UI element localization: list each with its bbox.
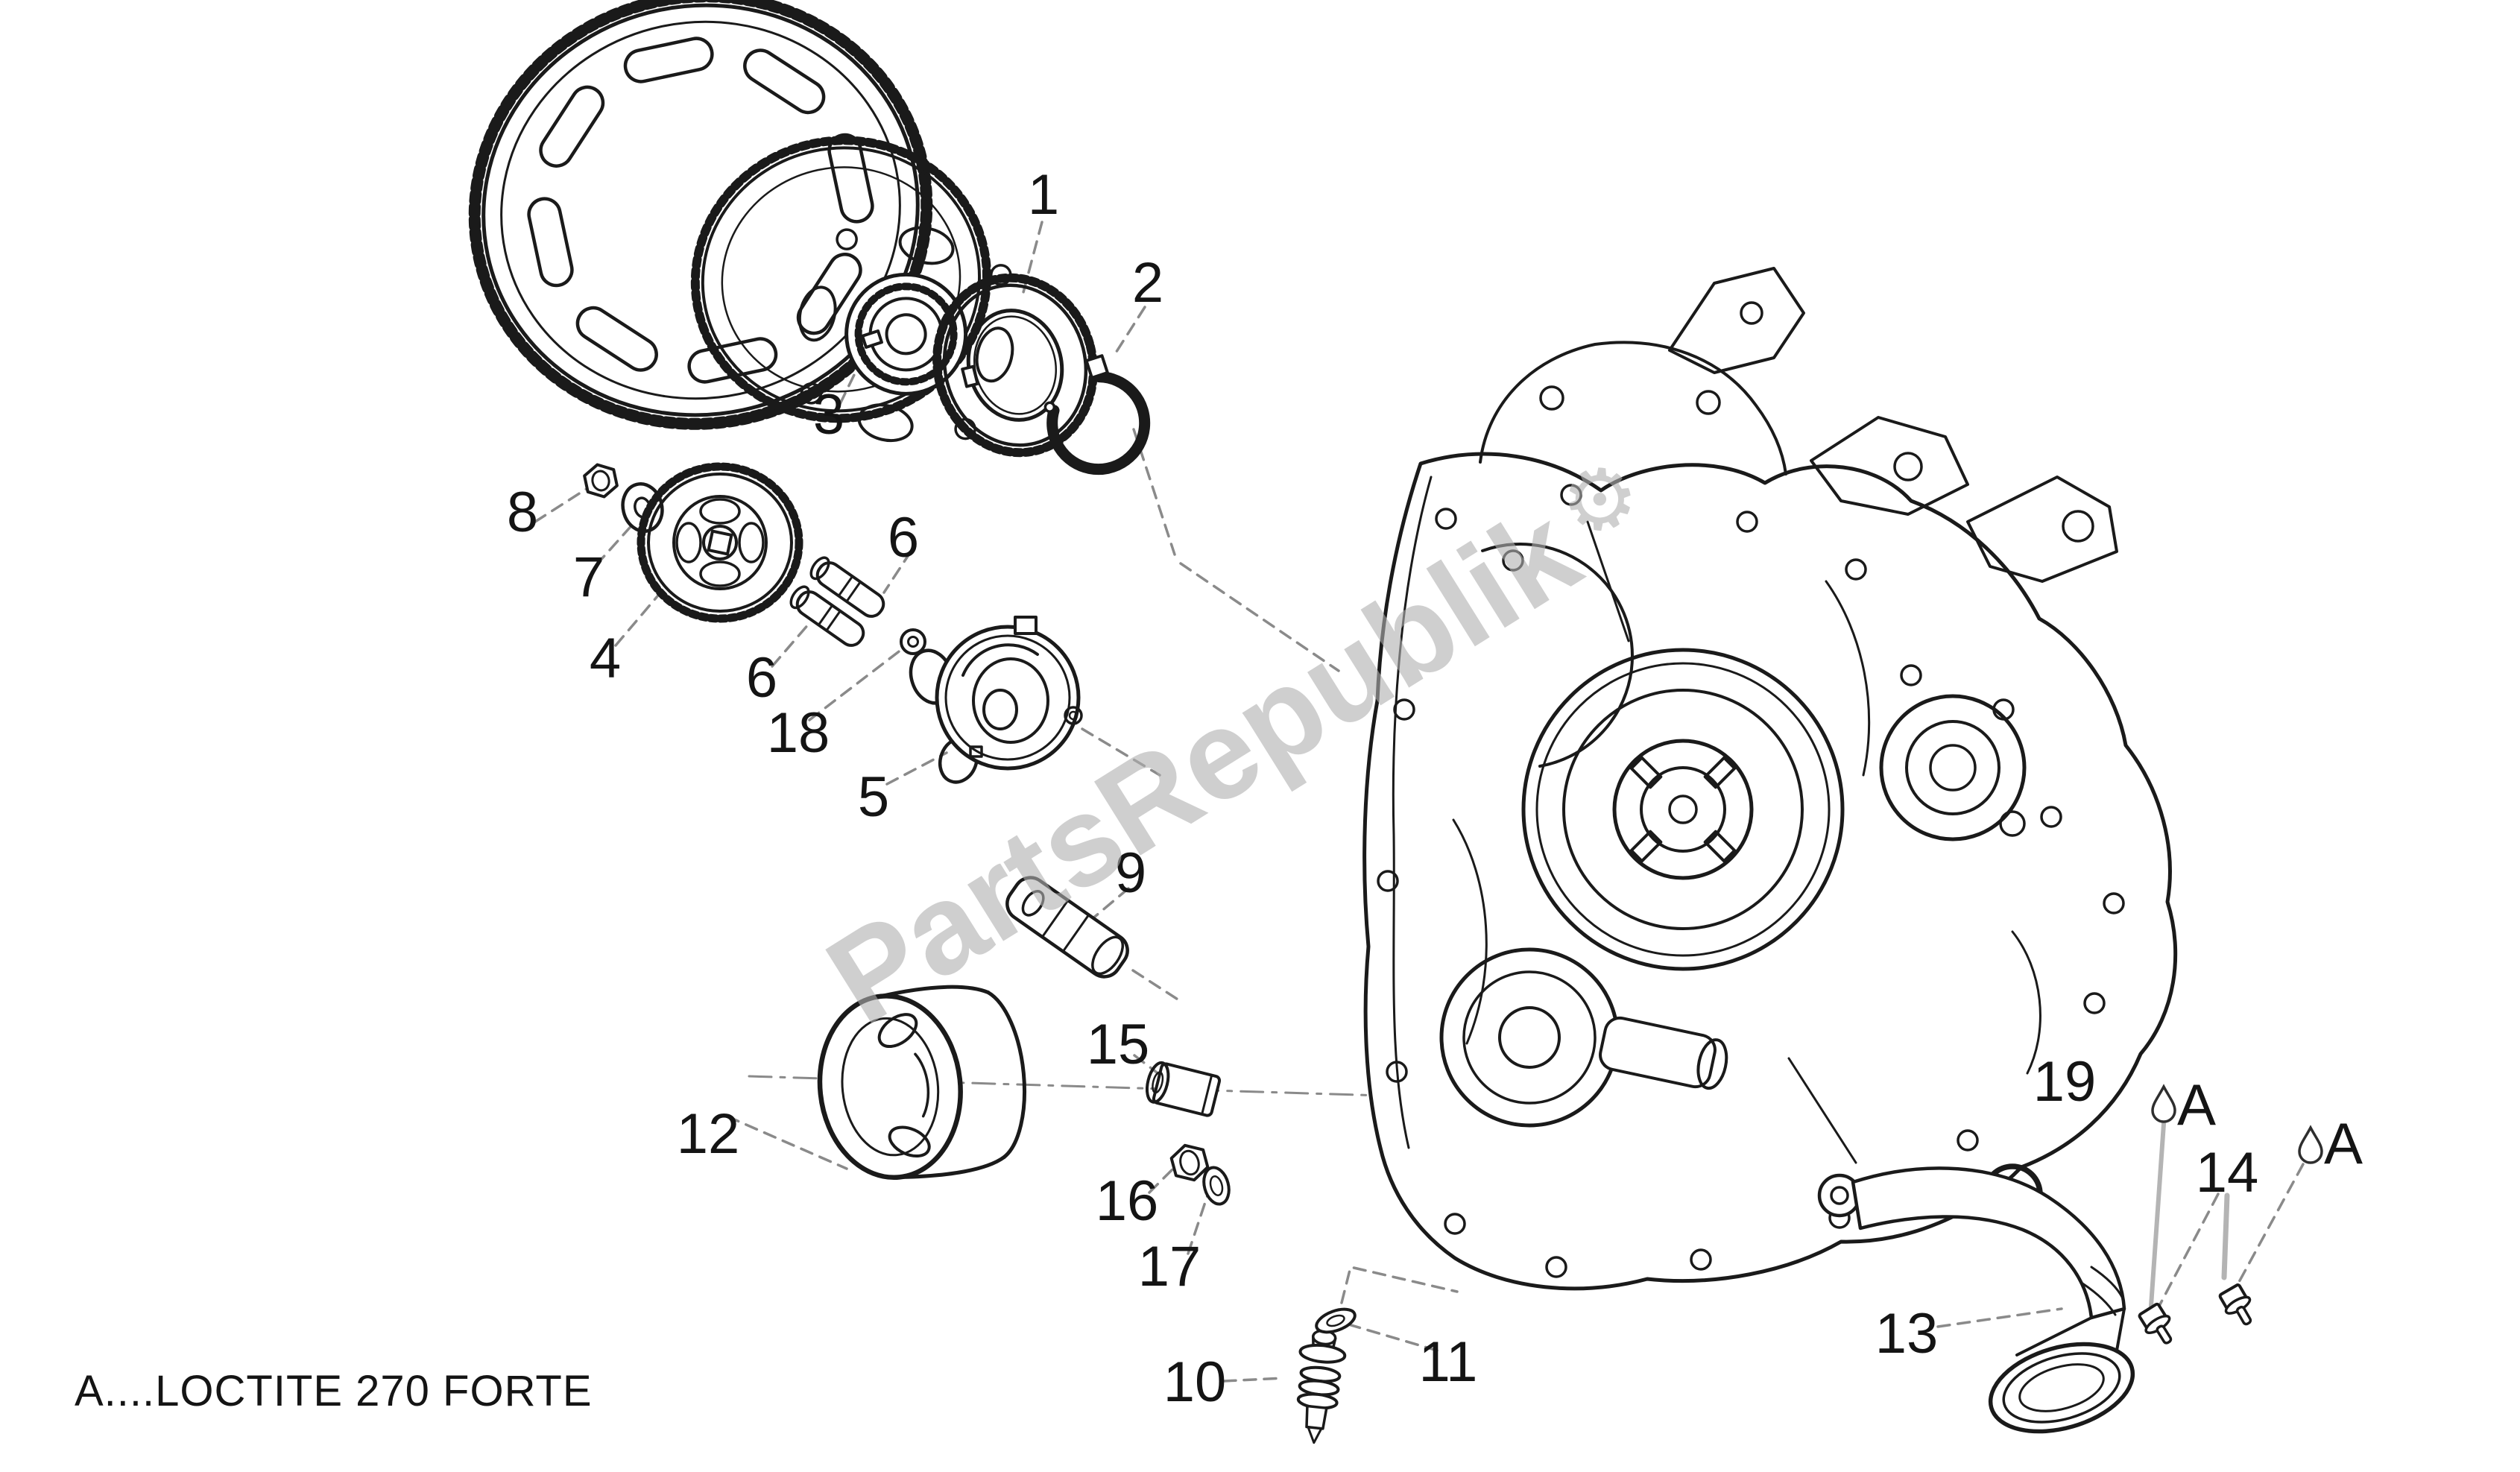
- callout-5: 5: [857, 765, 890, 829]
- callout-9: 9: [1114, 841, 1147, 905]
- loctite-guide-lines: [2149, 1122, 2230, 1308]
- part-10-valve-drawing: [1296, 1329, 1347, 1444]
- loctite-note: A....LOCTITE 270 FORTE: [75, 1367, 593, 1415]
- crankcase-drawing: [1362, 267, 2178, 1291]
- callout-7: 7: [572, 546, 605, 609]
- clutch-hub: [798, 226, 1014, 443]
- callout-A-right: A: [2323, 1111, 2363, 1176]
- callout-16: 16: [1095, 1169, 1159, 1233]
- part-11-washer-drawing: [1315, 1307, 1357, 1334]
- part-9-jet-drawing: [1005, 876, 1129, 979]
- callout-18: 18: [766, 701, 830, 765]
- part-1-gear-drawing: [932, 273, 1098, 458]
- part-14-bolt-left-drawing: [2138, 1302, 2173, 1345]
- callout-2: 2: [1131, 251, 1164, 315]
- part-4-pump-gear-drawing: [637, 462, 803, 623]
- callout-3: 3: [812, 383, 845, 446]
- part-5-oil-pump-drawing: [909, 616, 1083, 784]
- callout-19: 19: [2033, 1050, 2097, 1114]
- part-8-nut-drawing: [583, 463, 619, 499]
- callout-15: 15: [1086, 1013, 1150, 1076]
- callout-1: 1: [1027, 163, 1060, 227]
- part-2-circlip-drawing: [1043, 354, 1151, 476]
- callout-6-lower: 6: [745, 646, 778, 710]
- part-6-pin-upper-drawing: [809, 556, 885, 618]
- loctite-drop-icon: [2298, 1125, 2323, 1164]
- callout-10: 10: [1163, 1351, 1227, 1414]
- callout-12: 12: [676, 1102, 740, 1166]
- callout-6-upper: 6: [887, 506, 920, 569]
- callout-11: 11: [1418, 1330, 1478, 1394]
- callout-14: 14: [2195, 1141, 2259, 1204]
- callout-13: 13: [1875, 1302, 1939, 1365]
- part-14-bolt-right-drawing: [2218, 1283, 2252, 1326]
- part-16-plug-drawing: [1169, 1143, 1210, 1182]
- callout-A-left: A: [2176, 1072, 2217, 1137]
- callout-17: 17: [1137, 1235, 1201, 1298]
- part-18-ball-drawing: [900, 628, 926, 655]
- part-12-oil-filter-drawing: [817, 985, 1026, 1181]
- callout-8: 8: [506, 481, 539, 544]
- part-17-washer-drawing: [1202, 1166, 1231, 1206]
- part-13-intake-pipe-drawing: [1817, 1166, 2135, 1434]
- loctite-drop-icon: [2151, 1084, 2176, 1123]
- clutch-basket-drawing: [468, 0, 1014, 443]
- part-6-pin-lower-drawing: [789, 585, 865, 647]
- part-15-bushing-drawing: [1145, 1061, 1222, 1117]
- callout-4: 4: [589, 627, 622, 690]
- part-3-key-drawing: [861, 329, 883, 350]
